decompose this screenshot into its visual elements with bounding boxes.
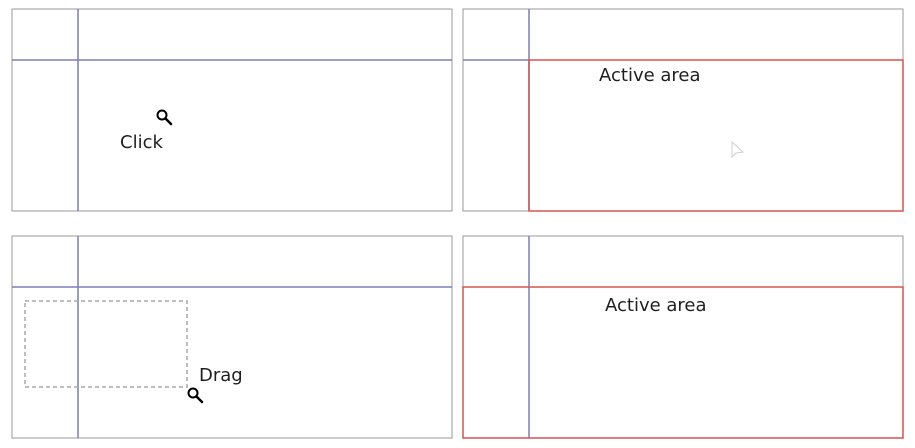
click-label: Click bbox=[120, 132, 163, 153]
panel-active-area-click: Active area bbox=[462, 8, 904, 212]
magnifier-icon bbox=[156, 109, 173, 126]
active-area-outline bbox=[462, 286, 904, 439]
active-area-label: Active area bbox=[605, 295, 707, 316]
panel-frame bbox=[462, 8, 904, 212]
panel-frame bbox=[11, 8, 453, 212]
panel-click: Click bbox=[11, 8, 453, 212]
panel-active-area-drag: Active area bbox=[462, 235, 904, 439]
panel-frame bbox=[11, 235, 453, 439]
magnifier-icon bbox=[187, 387, 204, 404]
arrow-pointer-icon bbox=[731, 140, 745, 159]
active-area-label: Active area bbox=[599, 65, 701, 86]
panel-frame bbox=[462, 235, 904, 439]
panel-drag: Drag bbox=[11, 235, 453, 439]
active-area-outline bbox=[528, 59, 904, 212]
drag-selection-rect bbox=[24, 300, 188, 388]
drag-label: Drag bbox=[199, 365, 243, 386]
